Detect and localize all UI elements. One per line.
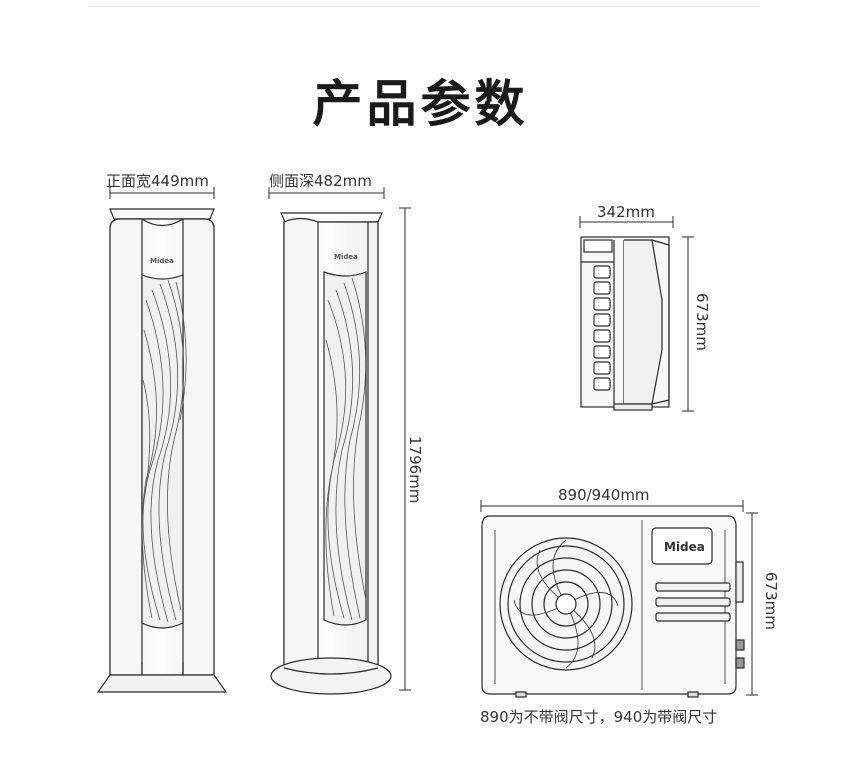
outdoor-logo: Midea — [664, 540, 705, 554]
outdoor-front-width-label: 890/940mm — [558, 486, 650, 504]
outdoor-unit-side-view — [580, 236, 670, 411]
outdoor-unit-front-view — [481, 515, 745, 698]
indoor-front-width-label: 正面宽449mm — [106, 172, 209, 190]
indoor-width-dimension-line — [109, 187, 215, 199]
outdoor-side-height-dimension-line — [682, 236, 694, 412]
indoor-unit-front-view — [96, 208, 228, 693]
indoor-side-depth-label: 侧面深482mm — [269, 172, 372, 190]
valve-size-note: 890为不带阀尺寸，940为带阀尺寸 — [480, 708, 718, 726]
indoor-side-logo: Midea — [334, 253, 358, 261]
page-title: 产品参数 — [312, 75, 529, 133]
indoor-logo: Midea — [150, 257, 174, 265]
outdoor-side-depth-label: 342mm — [597, 203, 655, 221]
indoor-depth-dimension-line — [268, 187, 385, 199]
indoor-unit-side-view — [270, 212, 392, 695]
outdoor-front-width-dimension-line — [480, 500, 744, 512]
outdoor-front-height-dimension-line — [746, 512, 758, 696]
top-divider — [88, 6, 760, 7]
indoor-height-dimension-line — [399, 207, 411, 691]
outdoor-side-depth-dimension-line — [579, 216, 674, 228]
